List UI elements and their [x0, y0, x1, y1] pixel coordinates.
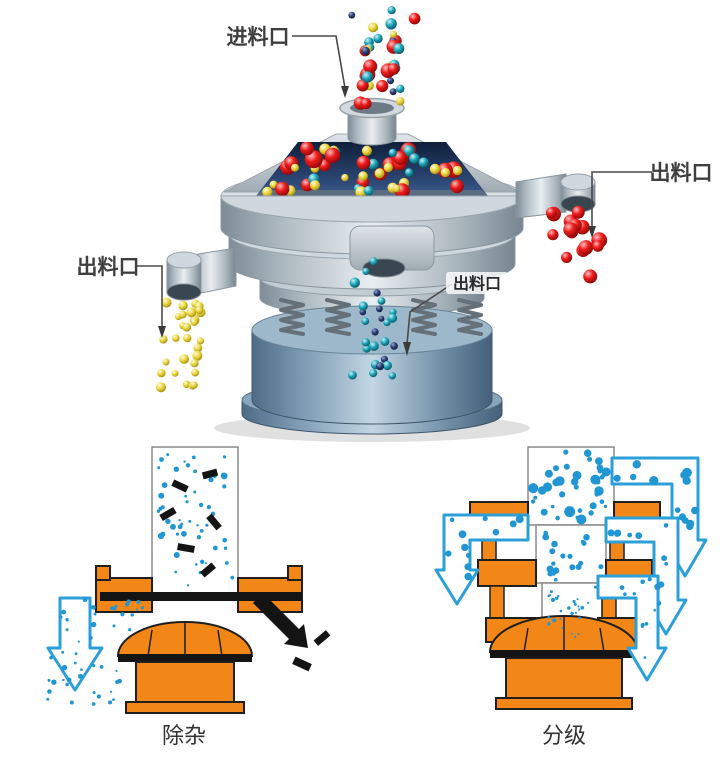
product-discharge-arrow-icon [46, 596, 104, 692]
dust-particles [559, 598, 582, 639]
coarse-arrow-particles-down [674, 506, 699, 531]
outlet-center-arrow-icon [403, 342, 411, 356]
dome-seams [147, 622, 223, 657]
impurity-chunk [313, 630, 331, 646]
grading-arrow-fine-icon [596, 574, 668, 682]
impurity-chunk [292, 656, 312, 672]
grading-coarse-particles [528, 449, 611, 525]
inlet-column [151, 446, 239, 596]
grading-base [505, 657, 623, 701]
impurity-removal-schematic: 除杂 [46, 446, 331, 748]
machine-base-top [251, 305, 493, 355]
outlet-spout-right-top [560, 173, 596, 191]
outlet-spout-center-opening [362, 258, 406, 278]
outlet-right-arrow-icon [588, 226, 596, 238]
grading-arrow-left-icon [434, 513, 530, 606]
outlet-right-leader-line [591, 171, 652, 228]
outlet-center-leader-line [406, 283, 453, 345]
funnel-particles [262, 142, 464, 196]
fine-arrow-particles [619, 577, 652, 596]
feed-inlet-leader-line [292, 35, 346, 89]
machine-group: 进料口 出料口 出料口 出料口 [77, 6, 713, 442]
product-spray-particles [46, 597, 144, 706]
yellow-outlet-particles [156, 297, 206, 393]
deck-lip-right [287, 565, 303, 581]
spring [279, 298, 305, 336]
cyan-outlet-particles [348, 257, 398, 380]
feed-inlet-label: 进料口 [227, 26, 290, 49]
outlet-spout-left-opening [166, 283, 202, 301]
spring [457, 298, 483, 336]
outlet-left-arrow-icon [158, 326, 166, 338]
spring [411, 298, 437, 336]
coarse-arrow-particles [613, 460, 692, 486]
impurity-discharge-arrow-icon [253, 593, 308, 648]
grading-caption: 分级 [542, 723, 586, 748]
dome-base-band [118, 654, 252, 662]
outlet-left-label: 出料口 [77, 256, 140, 279]
outlet-spout-left-top [166, 251, 202, 269]
feed-inlet-arrow-icon [341, 86, 349, 98]
grading-dome-band [490, 650, 638, 658]
grading-medium-particles [542, 530, 604, 582]
vibration-springs [279, 298, 483, 336]
medium-arrow-particles-down [654, 555, 669, 606]
spring [325, 298, 351, 336]
left-arrow-particles-down [445, 543, 473, 581]
feed-stream-particles [348, 6, 421, 110]
impurity-chunks [159, 468, 222, 578]
front-rim-lip [220, 195, 524, 223]
grading-foot-flange [495, 697, 633, 710]
left-arrow-particles [449, 515, 524, 539]
machine-base-schematic [135, 661, 235, 705]
impurity-removal-caption: 除杂 [162, 723, 206, 748]
deck-lip-left [95, 565, 111, 581]
grading-fine-particles [547, 585, 597, 626]
outlet-center-label-bg [446, 272, 508, 294]
red-outlet-particles [546, 205, 608, 284]
grading-schematic: 分级 [434, 446, 708, 748]
medium-arrow-particles [607, 523, 669, 539]
grading-dome-seams [523, 616, 605, 653]
screen-mesh-band [100, 592, 302, 601]
outlet-center-label: 出料口 [453, 274, 501, 293]
outlet-left-leader-line [136, 265, 163, 328]
machine-foot-flange [125, 701, 245, 714]
fine-arrow-particles-down [640, 608, 656, 659]
outlet-right-label: 出料口 [650, 162, 713, 185]
